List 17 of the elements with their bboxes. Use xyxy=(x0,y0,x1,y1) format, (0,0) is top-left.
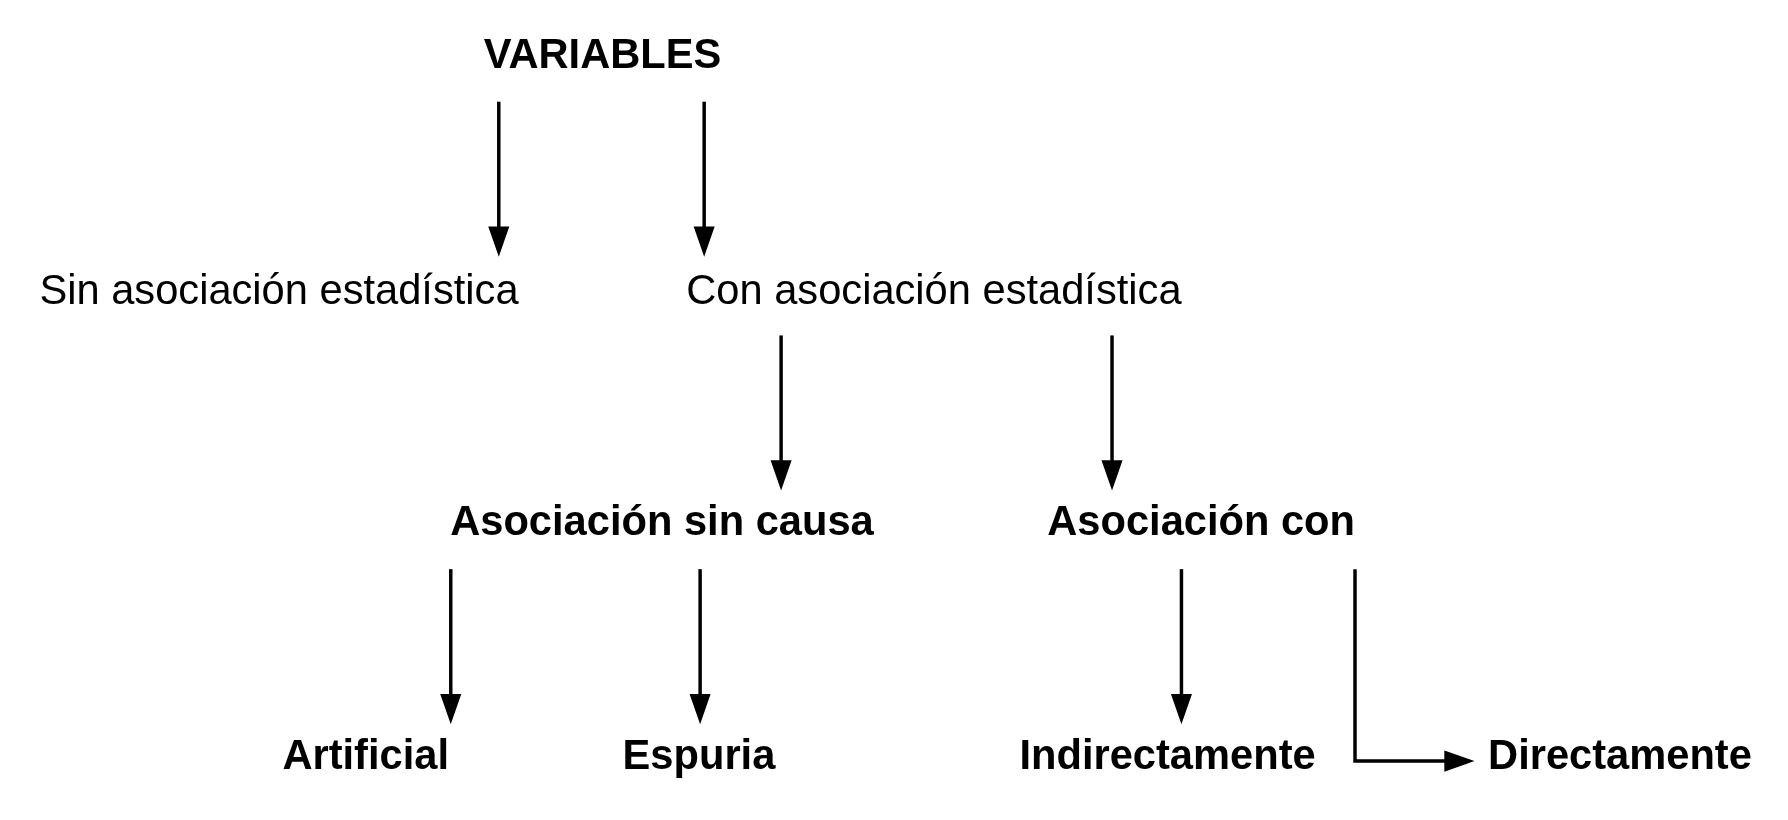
arrow xyxy=(770,334,792,490)
arrow xyxy=(1170,568,1192,724)
arrow xyxy=(693,101,715,257)
arrow xyxy=(487,101,509,257)
node-text: Sin asociación estadística xyxy=(38,265,519,313)
arrow xyxy=(439,568,461,724)
node-text: Asociación con xyxy=(1046,496,1355,544)
arrow xyxy=(689,568,711,724)
node-text: Artificial xyxy=(281,730,449,778)
arrow xyxy=(1352,568,1474,772)
node-text: Asociación sin causa xyxy=(449,496,874,544)
arrow xyxy=(1101,334,1123,490)
node-text: Indirectamente xyxy=(1018,730,1316,778)
node-text: Con asociación estadística xyxy=(685,265,1182,313)
node-text: Espuria xyxy=(622,730,775,778)
node-text: VARIABLES xyxy=(483,29,721,77)
node-text: Directamente xyxy=(1487,730,1752,778)
